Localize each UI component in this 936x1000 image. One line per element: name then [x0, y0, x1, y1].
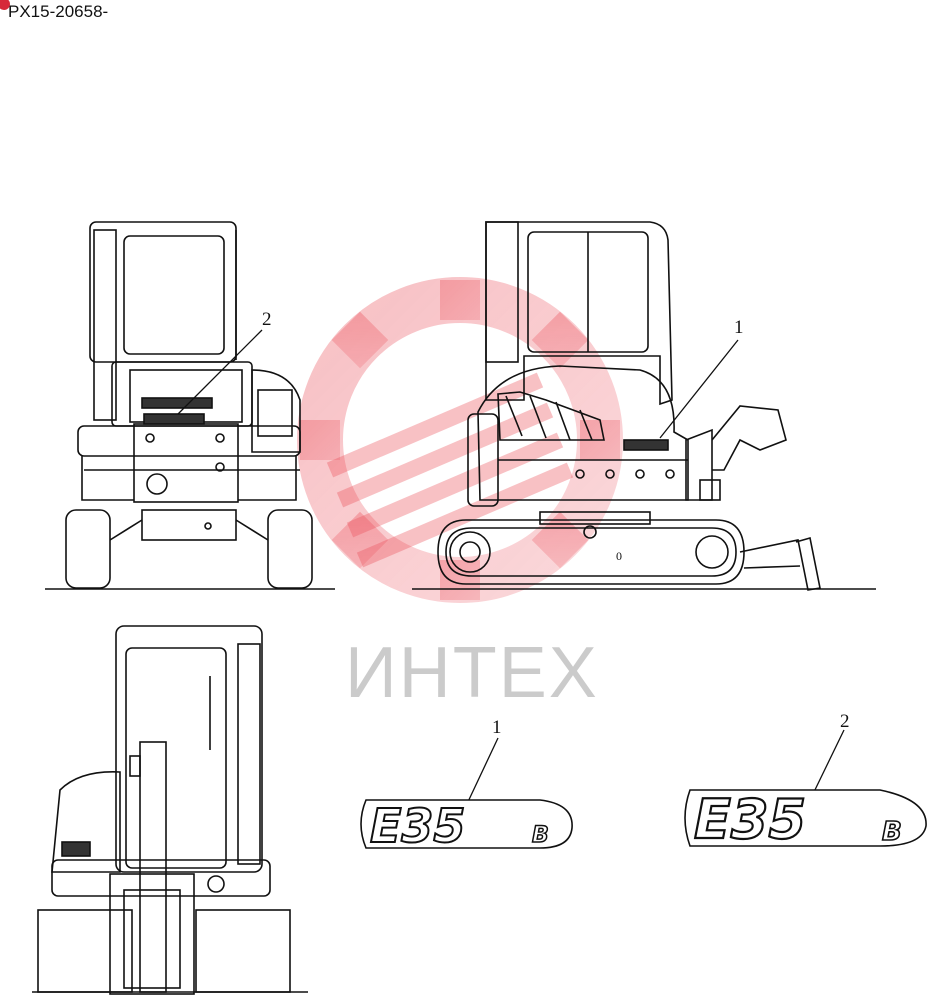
callout-number: 2 — [262, 309, 272, 330]
decal-e35b-small — [360, 737, 573, 849]
decal-model-small: E35 — [370, 799, 465, 853]
document-id: PX15-20658- — [0, 0, 109, 22]
decal-model-large: E35 — [694, 788, 806, 851]
decal-suffix-small: B — [532, 823, 549, 848]
leader-line — [811, 729, 845, 797]
decal-e35b-large — [684, 729, 927, 847]
side-view-drawing: 0 — [412, 221, 876, 591]
rear-view-drawing — [45, 221, 335, 590]
corner-mark-icon — [0, 0, 10, 10]
document-id-text: PX15-20658- — [8, 2, 109, 21]
watermark-text: ИНТЕХ — [345, 633, 599, 713]
svg-text:0: 0 — [616, 549, 622, 563]
decal-suffix-large: B — [882, 817, 902, 847]
leader-line — [177, 329, 263, 415]
callout-number: 1 — [492, 717, 502, 738]
callout-number: 2 — [840, 711, 850, 732]
front-view-drawing — [32, 625, 308, 995]
leader-line — [465, 737, 499, 807]
leader-line — [659, 339, 739, 439]
callout-number: 1 — [734, 317, 744, 338]
